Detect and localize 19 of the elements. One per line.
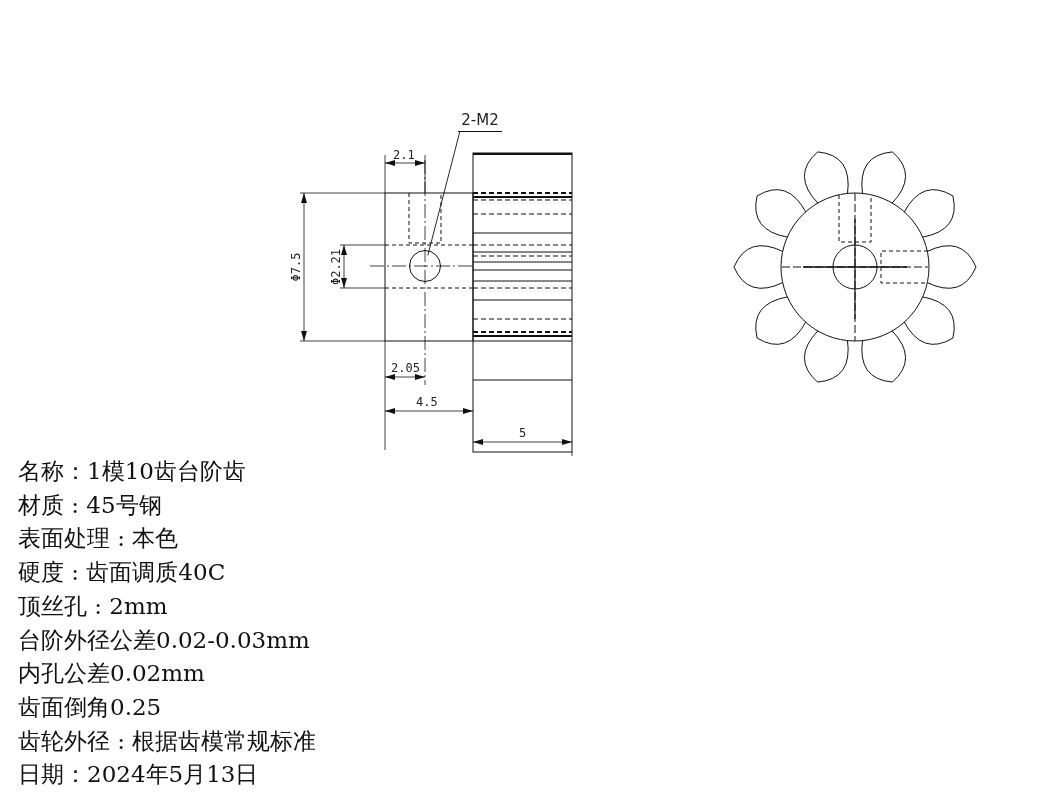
dimension-value: 4.5 (416, 395, 438, 409)
dimension-value: Φ7.5 (289, 252, 303, 282)
dimension-value: 2.05 (391, 361, 420, 375)
threaded-hole (409, 250, 441, 282)
dimension-value: 5 (519, 426, 527, 440)
dimension-value: Φ2.21 (329, 248, 343, 286)
spec-text: 表面处理 : 本色 (18, 524, 179, 554)
spec-text: 顶丝孔 : 2mm (18, 591, 168, 621)
dimension-value: 2.1 (393, 148, 415, 162)
spec-text: 内孔公差0.02mm (18, 659, 205, 689)
spec-text: 材质 : 45号钢 (18, 490, 162, 520)
spec-text: 日期：2024年5月13日 (18, 760, 259, 790)
spec-text: 齿轮外径 : 根据齿模常规标准 (18, 726, 317, 756)
spec-text: 齿面倒角0.25 (18, 692, 162, 722)
leader-line (427, 130, 461, 256)
spec-text: 台阶外径公差0.02-0.03mm (18, 625, 310, 655)
spec-text: 名称：1模10齿台阶齿 (18, 457, 246, 486)
thread-callout: 2-M2 (458, 111, 502, 132)
spec-text: 硬度 : 齿面调质40C (18, 558, 226, 588)
